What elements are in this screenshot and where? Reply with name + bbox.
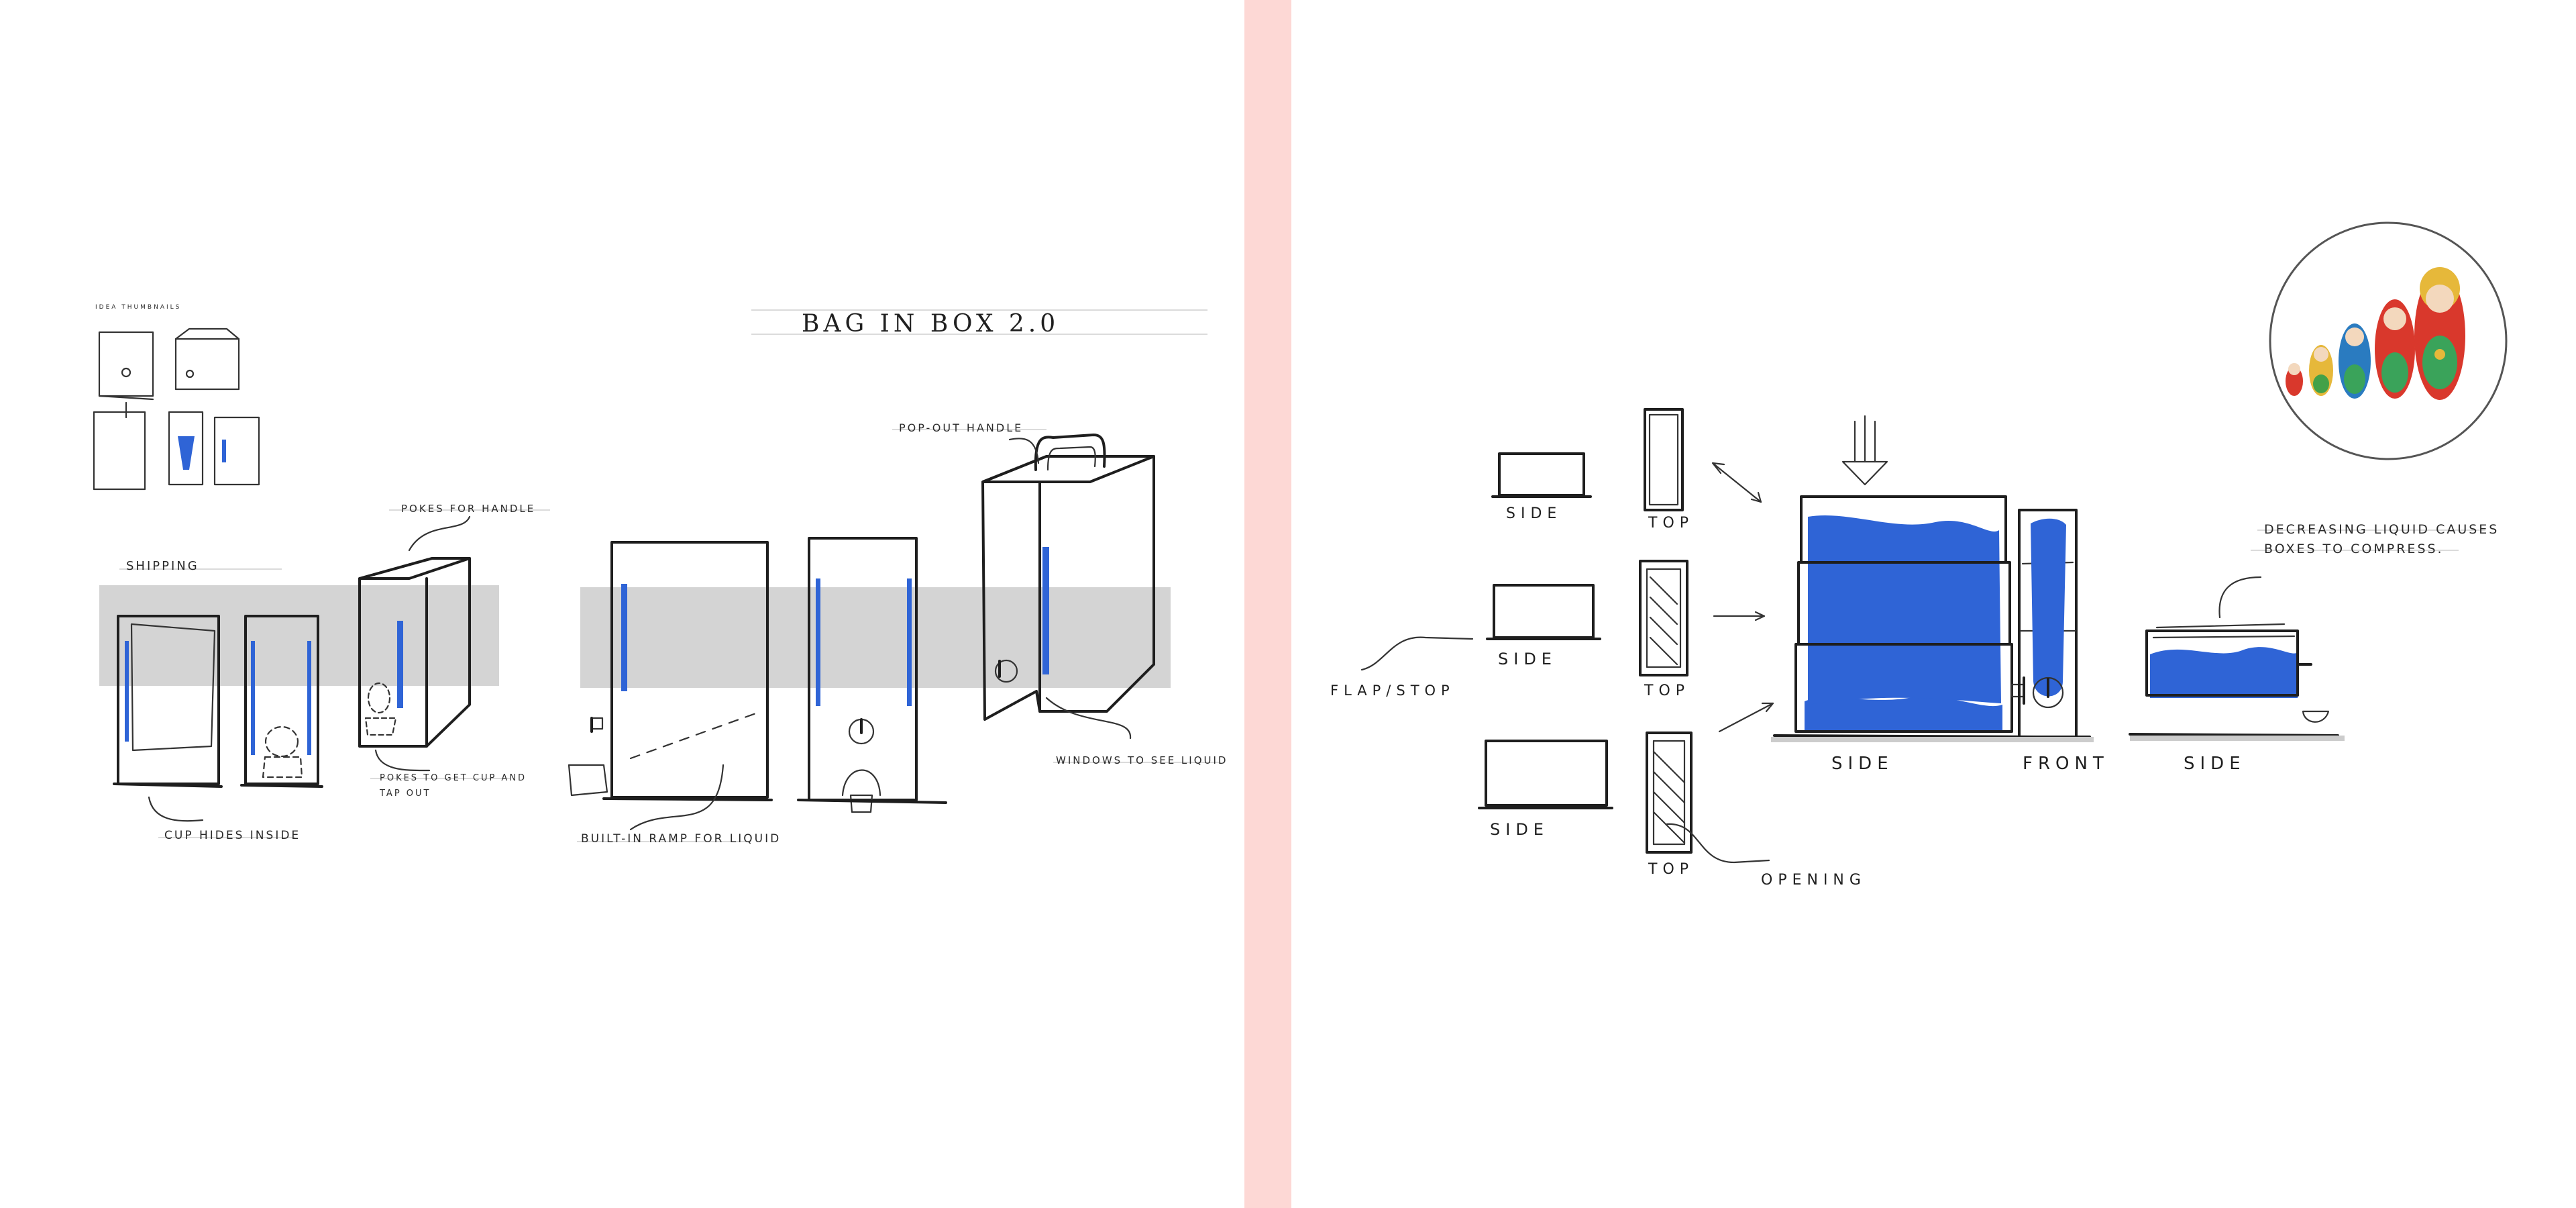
arrow-pokes-cup [374, 749, 431, 772]
label-idea-thumbnails: IDEA THUMBNAILS [95, 304, 181, 311]
right-sketch-sheet: SIDE TOP SIDE TOP SIDE TOP FLAP/STOP OPE… [1291, 0, 2576, 1208]
arrow-ramp [629, 764, 724, 831]
arrow-windows [1045, 697, 1132, 740]
label-built-in-ramp: BUILT-IN RAMP FOR LIQUID [581, 832, 781, 846]
handle-box-sketch [981, 434, 1155, 721]
stage-2-sketch [1486, 560, 1688, 676]
arrow-opening [1666, 823, 1770, 864]
shipping-box-side [240, 615, 323, 788]
label-decreasing-2: BOXES TO COMPRESS. [2264, 542, 2444, 556]
cup-icon [849, 794, 873, 813]
label-side-compressed: SIDE [2184, 754, 2246, 774]
thumbnail-sketches [93, 328, 260, 491]
label-opening: OPENING [1761, 872, 1866, 889]
label-side-3: SIDE [1490, 820, 1549, 839]
arrow-decreasing [2218, 576, 2262, 619]
label-side-main: SIDE [1831, 754, 1894, 774]
arrow-pokes-handle [408, 515, 471, 552]
label-pokes-cup-1: POKES TO GET CUP AND [380, 773, 527, 783]
label-side-2: SIDE [1498, 650, 1557, 668]
left-sketch-canvas: BAG IN BOX 2.0 IDEA THUMBNAILS SHIPPING [93, 304, 1228, 846]
arrow-flap-stop [1360, 636, 1474, 671]
down-arrow-icon [1841, 415, 1888, 486]
left-sketch-sheet: BAG IN BOX 2.0 IDEA THUMBNAILS SHIPPING [0, 0, 1244, 1208]
nesting-dolls-icon [2269, 221, 2508, 460]
label-pokes-cup-2: TAP OUT [379, 789, 431, 799]
main-box-side-sketch [1771, 495, 2039, 742]
shipping-box-front [113, 615, 223, 788]
label-front: FRONT [2023, 754, 2109, 774]
label-pokes-handle: POKES FOR HANDLE [401, 503, 535, 515]
sheet-divider [1244, 0, 1291, 1208]
label-windows: WINDOWS TO SEE LIQUID [1056, 754, 1228, 766]
angled-box-sketch [358, 557, 471, 748]
label-top-1: TOP [1648, 515, 1694, 532]
tap-box-sketch [797, 537, 947, 813]
right-sketch-canvas: SIDE TOP SIDE TOP SIDE TOP FLAP/STOP OPE… [1330, 221, 2508, 889]
label-top-3: TOP [1648, 861, 1694, 878]
label-side-1: SIDE [1506, 505, 1562, 522]
label-shipping: SHIPPING [126, 559, 199, 573]
label-decreasing-1: DECREASING LIQUID CAUSES [2264, 522, 2499, 537]
stage-1-sketch [1491, 408, 1684, 511]
front-view-sketch [2006, 509, 2094, 742]
label-pop-out-handle: POP-OUT HANDLE [899, 421, 1023, 434]
label-cup-hides: CUP HIDES INSIDE [164, 829, 301, 842]
compressed-box-sketch [2129, 623, 2345, 741]
shipping-band [99, 585, 499, 686]
ramp-box-sketch [568, 541, 773, 801]
product-band [580, 587, 1171, 688]
arrow-pop-out-handle [1008, 438, 1040, 464]
sheet-title: BAG IN BOX 2.0 [802, 310, 1059, 338]
stage-3-sketch [1478, 732, 1693, 854]
label-top-2: TOP [1644, 683, 1690, 699]
label-flap-stop: FLAP/STOP [1330, 683, 1455, 699]
arrow-cup-hides [148, 796, 204, 822]
